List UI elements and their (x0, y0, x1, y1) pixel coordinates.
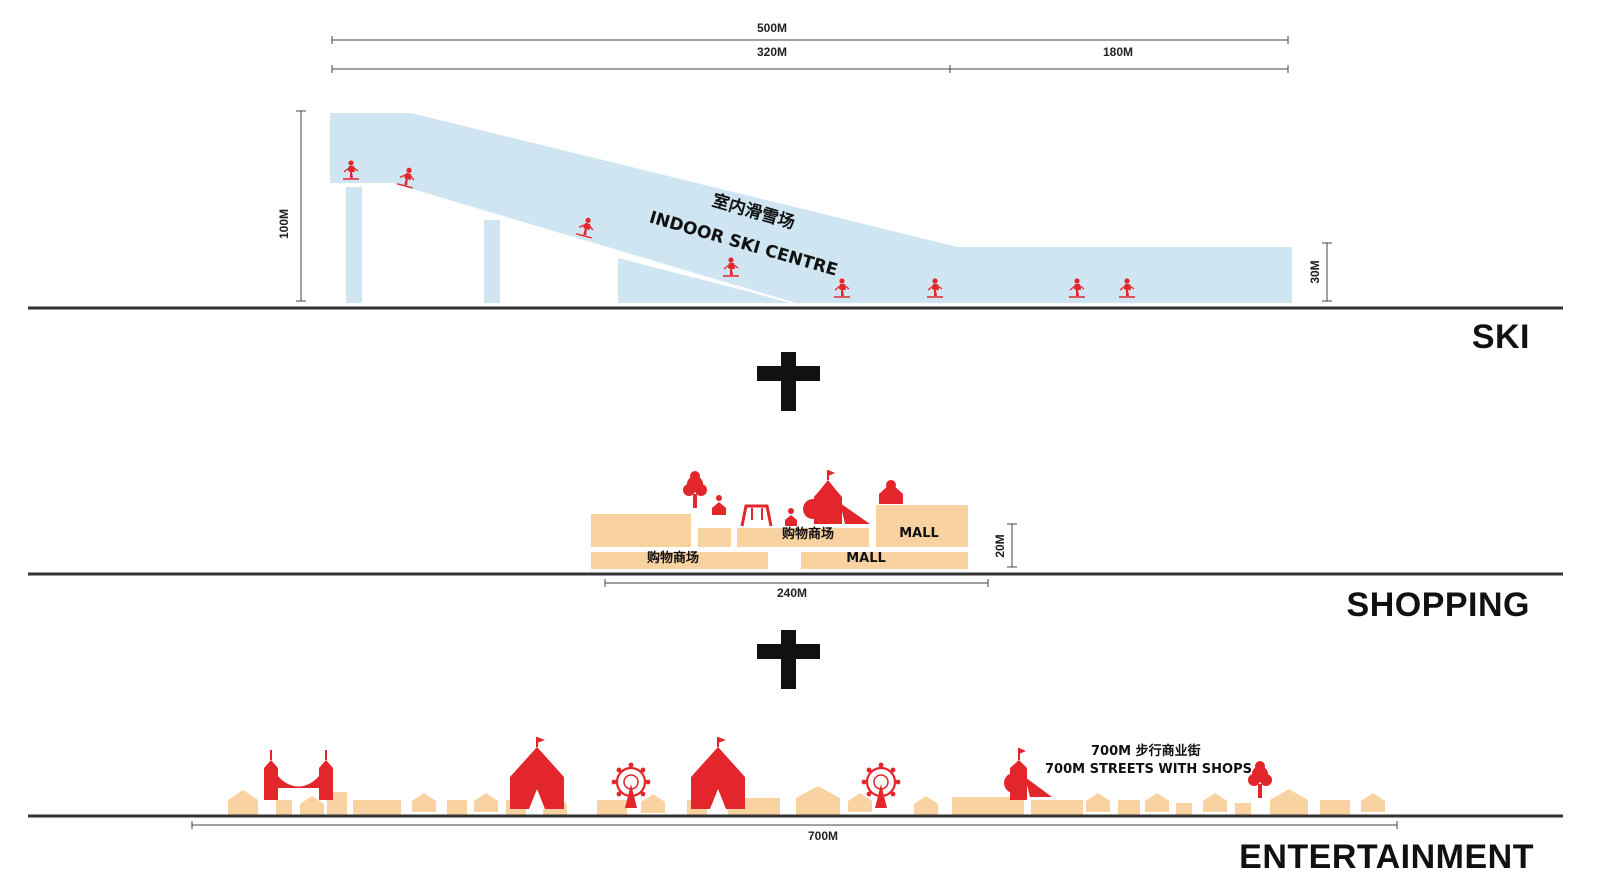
castle-icon (803, 470, 870, 524)
plus-icon (757, 630, 820, 689)
shopping-section: 购物商场 MALL 购物商场 MALL (28, 470, 1563, 600)
house-icon (1320, 800, 1350, 815)
circus-tent-icon (690, 736, 746, 810)
street-shops (228, 786, 1385, 815)
swing-icon (740, 504, 773, 527)
house-icon (641, 794, 665, 813)
entertainment-section: 700M (28, 736, 1563, 843)
house-icon (1176, 803, 1192, 815)
section-title-ski: SKI (1471, 318, 1530, 356)
house-icon (1203, 793, 1227, 812)
mall-label-cn-upper: 购物商场 (782, 526, 834, 542)
house-icon (1086, 793, 1110, 812)
house-icon (796, 786, 840, 815)
house-icon (276, 800, 292, 815)
carousel-icon (785, 508, 797, 526)
support-column (484, 220, 500, 303)
house-icon (1270, 789, 1308, 815)
dimension-slope-length: 320M 180M (331, 45, 1289, 73)
dimension-height-100m: 100M (277, 110, 306, 302)
entertainment-icons (264, 736, 1272, 810)
house-icon (1361, 793, 1385, 812)
mall-buildings: 购物商场 MALL 购物商场 MALL (591, 505, 968, 569)
house-icon (597, 800, 627, 815)
dim-label-500m: 500M (757, 21, 787, 35)
ski-section: 500M 320M 180M 100M 30M 室内 (28, 21, 1563, 310)
carousel-icon (712, 495, 726, 515)
mall-rooftop-icons (683, 470, 903, 527)
dim-label-100m: 100M (277, 209, 291, 239)
house-icon (1145, 793, 1169, 812)
circus-tent-icon (509, 736, 565, 810)
street-label-cn: 700M 步行商业街 (1091, 744, 1201, 759)
mall-label-cn-lower: 购物商场 (647, 550, 699, 566)
dimension-length-700m: 700M (191, 821, 1398, 843)
dimension-length-240m: 240M (604, 579, 989, 600)
dimension-height-20m: 20M (993, 523, 1017, 568)
support-column (346, 187, 362, 303)
dimension-total-length: 500M (331, 21, 1289, 44)
dim-label-180m: 180M (1103, 45, 1133, 59)
house-icon (952, 797, 1024, 815)
tree-icon (683, 471, 707, 508)
tree-icon (879, 480, 903, 504)
house-icon (474, 793, 498, 812)
castle-icon (1004, 748, 1052, 800)
dimension-height-30m: 30M (1308, 242, 1332, 302)
house-icon (412, 793, 436, 812)
house-icon (447, 800, 467, 815)
section-title-shopping: SHOPPING (1346, 586, 1530, 624)
section-title-entertainment: ENTERTAINMENT (1239, 838, 1534, 876)
mall-label-en-lower: MALL (846, 551, 886, 566)
ski-slope-building: 室内滑雪场 INDOOR SKI CENTRE (330, 113, 1292, 303)
house-icon (1031, 800, 1083, 815)
house-icon (228, 790, 258, 815)
house-icon (914, 796, 938, 815)
dim-label-320m: 320M (757, 45, 787, 59)
dim-label-30m: 30M (1308, 260, 1322, 283)
street-label-en: 700M STREETS WITH SHOPS (1045, 762, 1252, 777)
castle-icon (264, 750, 333, 800)
house-icon (1235, 803, 1251, 815)
plus-icon (757, 352, 820, 411)
house-icon (1118, 800, 1140, 815)
dim-label-700m: 700M (808, 829, 838, 843)
dim-label-240m: 240M (777, 586, 807, 600)
dim-label-20m: 20M (993, 534, 1007, 557)
house-icon (353, 800, 401, 815)
mall-label-en-upper: MALL (899, 526, 939, 541)
